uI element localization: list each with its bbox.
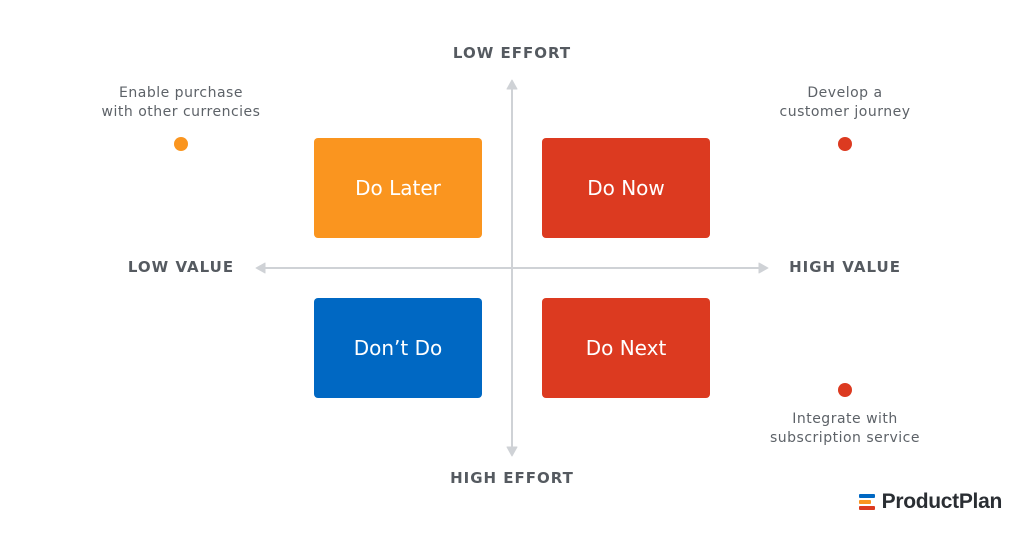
marker-dot-icon: [838, 137, 852, 151]
axis-label-low-effort: LOW EFFORT: [452, 44, 572, 62]
note-integrate-subscription: Integrate with subscription service: [770, 410, 920, 448]
axis-label-high-effort: HIGH EFFORT: [450, 469, 574, 487]
note-line: subscription service: [770, 430, 920, 446]
arrow-up-icon: [506, 79, 518, 90]
arrow-left-icon: [255, 262, 266, 274]
brand-logo: ProductPlan: [858, 490, 1003, 514]
note-develop-journey: Develop a customer journey: [780, 84, 911, 122]
axis-label-low-value: LOW VALUE: [127, 258, 235, 276]
note-line: Enable purchase: [119, 85, 243, 101]
arrow-down-icon: [506, 446, 518, 457]
quadrant-dont-do: Don’t Do: [314, 298, 482, 398]
brand-name: ProductPlan: [881, 490, 1003, 513]
marker-dot-icon: [174, 137, 188, 151]
quadrant-do-now: Do Now: [542, 138, 710, 238]
productplan-logo-icon: [858, 493, 877, 511]
note-line: customer journey: [779, 104, 911, 120]
note-line: Integrate with: [792, 411, 898, 427]
quadrant-do-next: Do Next: [542, 298, 710, 398]
quadrant-do-later: Do Later: [314, 138, 482, 238]
arrow-right-icon: [758, 262, 769, 274]
note-line: with other currencies: [101, 104, 261, 120]
note-line: Develop a: [807, 85, 883, 101]
axis-label-high-value: HIGH VALUE: [789, 258, 901, 276]
marker-dot-icon: [838, 383, 852, 397]
note-enable-purchase: Enable purchase with other currencies: [102, 84, 261, 122]
